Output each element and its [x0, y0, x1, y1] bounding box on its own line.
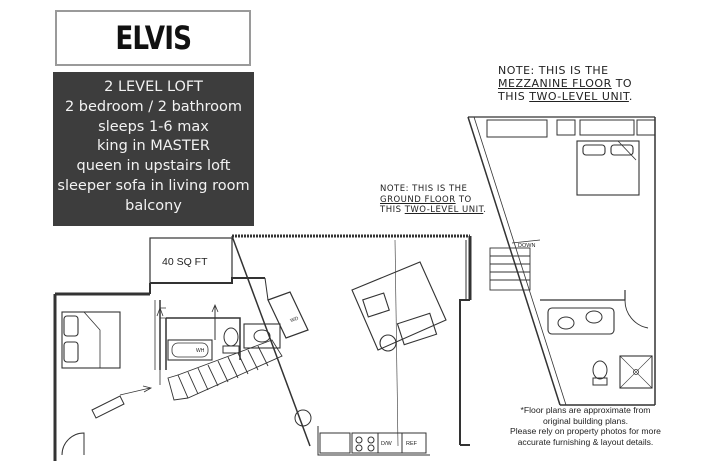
ground-stairs — [167, 339, 283, 401]
king-bed — [61, 311, 121, 369]
info-line-type: 2 LEVEL LOFT — [104, 79, 203, 95]
water-heater-label: WH — [196, 348, 205, 354]
mezzanine-note-line1: NOTE: THIS IS THE — [498, 64, 609, 77]
info-line-master: king in MASTER — [97, 138, 210, 155]
mezzanine-note-line3: THIS TWO-LEVEL UNIT. — [498, 90, 633, 103]
info-line-rooms: 2 bedroom / 2 bathroom — [64, 98, 243, 115]
balcony-box — [149, 237, 233, 284]
unit-title: ELVIS — [115, 19, 192, 57]
info-line-sofa: sleeper sofa in living room — [57, 177, 250, 194]
balcony-label: 40 SQ FT — [162, 256, 208, 268]
washer-label: WD — [290, 316, 300, 325]
info-line-balcony: balcony — [125, 197, 182, 214]
bathtub — [167, 339, 213, 361]
stairs-down-label: DOWN — [518, 243, 535, 249]
mezzanine-stairs — [489, 239, 541, 291]
disclaimer-line4: accurate furnishing & layout details. — [517, 437, 654, 448]
dishwasher-label: D/W — [381, 441, 393, 447]
shower — [619, 355, 653, 389]
queen-bed — [576, 140, 640, 196]
disclaimer-line3: Please rely on property photos for more — [510, 426, 661, 437]
info-line-loft: queen in upstairs loft — [76, 158, 231, 175]
mezzanine-floor-plan — [467, 116, 656, 406]
refrigerator-label: REF — [406, 441, 418, 447]
unit-title-box: ELVIS — [55, 10, 251, 66]
ground-note-line1: NOTE: THIS IS THE — [380, 184, 468, 194]
kitchen — [317, 426, 430, 456]
disclaimer-line2: original building plans. — [542, 415, 629, 426]
living-furniture — [351, 261, 447, 352]
ground-note-line3: THIS TWO-LEVEL UNIT. — [380, 205, 487, 215]
unit-info-box: 2 LEVEL LOFT 2 bedroom / 2 bathroom slee… — [53, 72, 254, 226]
ground-floor-plan — [53, 234, 472, 461]
disclaimer-line1: *Floor plans are approximate from — [520, 405, 651, 415]
ground-note: NOTE: THIS IS THE GROUND FLOOR TO THIS T… — [380, 184, 487, 216]
mezzanine-note: NOTE: THIS IS THE MEZZANINE FLOOR TO THI… — [498, 64, 633, 103]
ground-note-line2: GROUND FLOOR TO — [380, 194, 472, 205]
mezzanine-note-line2: MEZZANINE FLOOR TO — [498, 77, 633, 90]
info-line-sleeps: sleeps 1-6 max — [98, 118, 209, 135]
floor-plan-disclaimer: *Floor plans are approximate from origin… — [478, 405, 693, 448]
dining-table — [294, 409, 312, 427]
